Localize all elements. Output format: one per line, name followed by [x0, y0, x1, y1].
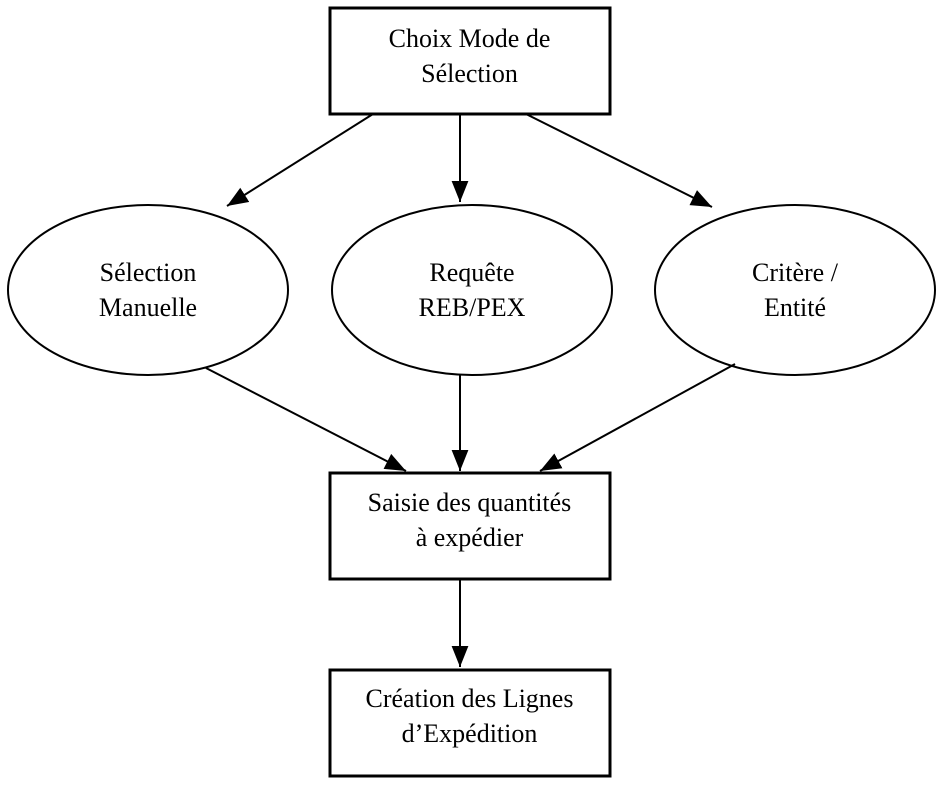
node-requete-reb-pex-ellipse	[331, 204, 613, 376]
node-choice-mode-box	[328, 6, 612, 116]
node-saisie-quantites-box	[328, 471, 612, 581]
node-selection-manuelle-ellipse	[7, 204, 289, 376]
node-critere-entite-ellipse	[654, 204, 936, 376]
edge-choice-to-selection-manuelle	[226, 113, 374, 207]
edge-selection-manuelle-to-saisie	[205, 367, 407, 472]
edge-critere-entite-to-saisie	[539, 363, 736, 472]
edge-choice-to-critere-entite	[525, 113, 713, 208]
node-creation-lignes-box	[328, 668, 612, 778]
